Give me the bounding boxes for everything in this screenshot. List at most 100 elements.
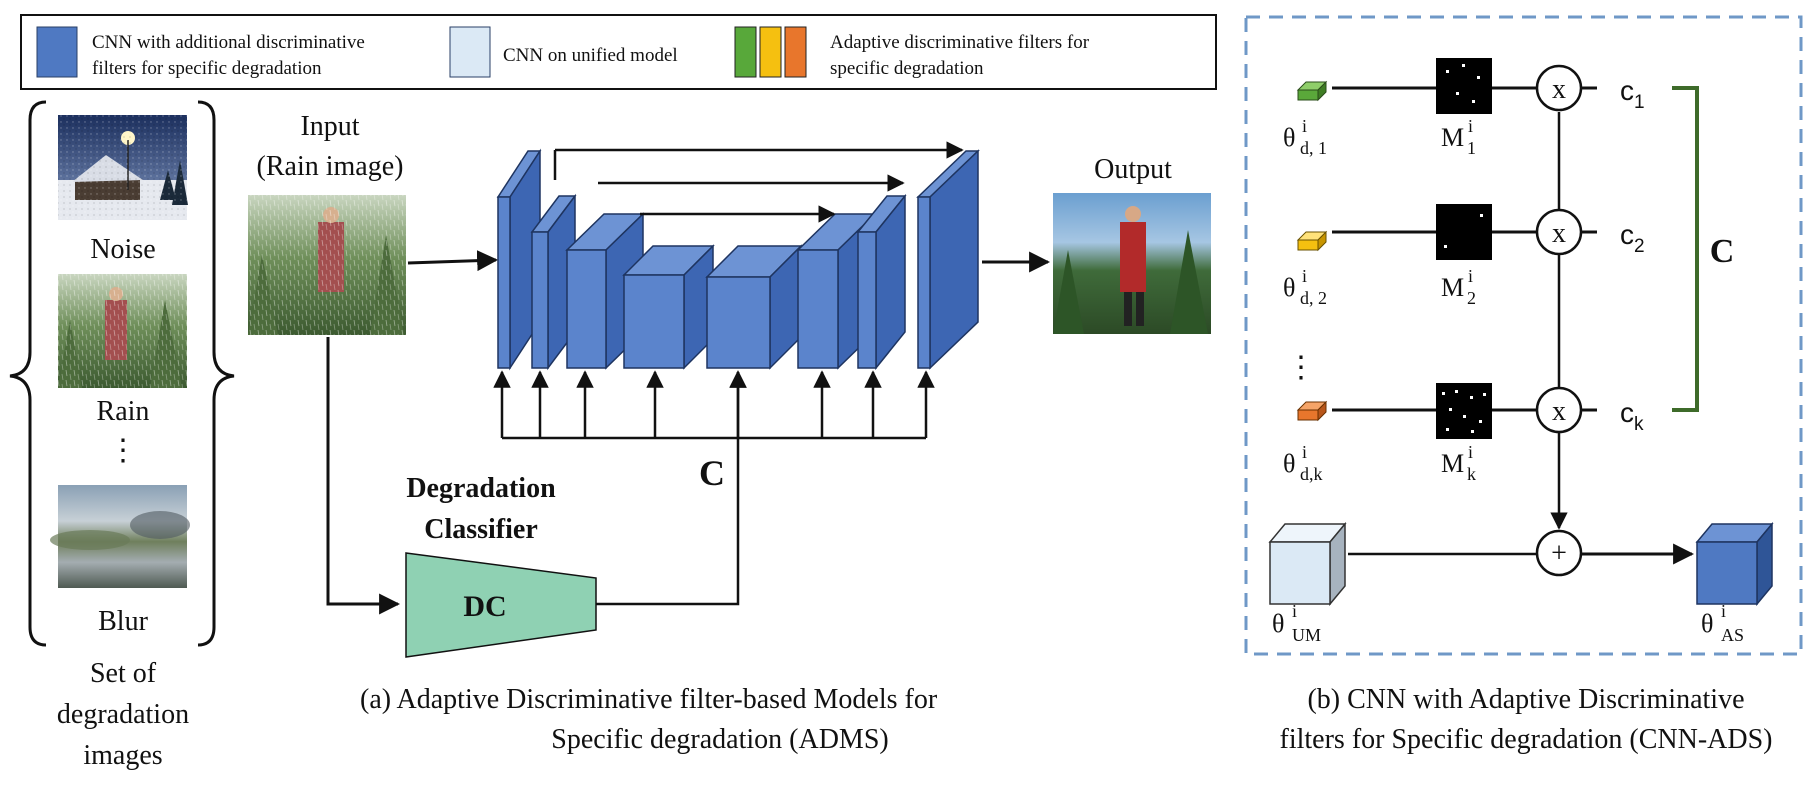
legend: CNN with additional discriminative filte… [20,14,1217,90]
blur-label: Blur [98,606,148,637]
svg-text:θ: θ [1701,609,1713,638]
output-image [1053,193,1211,334]
sum-node: + [1535,529,1583,577]
cnn-ads-network [496,148,980,371]
svg-text:θ: θ [1283,449,1295,478]
svg-text:i: i [1302,266,1307,286]
svg-text:x: x [1552,218,1566,249]
mask-label-2: M i 2 [1441,266,1476,308]
mask-2 [1436,204,1492,260]
multiplier-2: x [1535,208,1583,256]
filter-yellow [1296,230,1328,252]
set-caption-line-2: degradation [57,699,189,730]
theta-as-label: θ i AS [1701,601,1744,645]
svg-text:i: i [1302,116,1307,136]
svg-text:i: i [1302,442,1307,462]
c-label-2: c2 [1620,219,1645,257]
mask-label-k: M i k [1441,442,1476,484]
svg-text:d,k: d,k [1300,464,1323,484]
adms-panel: Input (Rain image) [248,111,1211,755]
right-brace [197,100,235,647]
cnn-ads-caption-2: filters for Specific degradation (CNN-AD… [1280,724,1773,755]
svg-text:+: + [1551,538,1567,569]
svg-text:M: M [1441,273,1464,302]
legend-label-filters: Adaptive discriminative filters for [830,32,1090,53]
legend-label-cnn-um: CNN on unified model [503,45,678,66]
input-subtitle: (Rain image) [257,151,404,182]
c-label-k: ck [1620,397,1644,435]
um-cube [1268,521,1347,607]
svg-text:AS: AS [1721,625,1744,645]
svg-text:2: 2 [1467,288,1476,308]
input-to-classifier-line [326,337,401,615]
multiplier-1: x [1535,64,1583,112]
legend-swatch-filter-green [734,26,757,78]
legend-swatch-cnn-um [449,26,491,78]
svg-text:ck: ck [1620,397,1644,435]
degradation-classifier [405,552,597,658]
classifier-title-2: Classifier [424,514,538,545]
legend-swatch-filter-yellow [759,26,782,78]
arrow-input-to-network [407,250,499,272]
svg-text:d, 1: d, 1 [1300,138,1327,158]
legend-swatch-filter-orange [784,26,807,78]
set-caption-line-1: Set of [90,658,157,689]
svg-text:x: x [1552,74,1566,105]
c-bracket [1672,86,1699,412]
output-title: Output [1094,154,1172,185]
theta-um-label: θ i UM [1272,601,1321,645]
svg-text:i: i [1721,601,1726,621]
rain-image [58,274,187,388]
cnn-ads-panel: ⋮ [1244,15,1803,755]
mask-lines [1332,86,1597,412]
svg-text:c1: c1 [1620,75,1645,113]
rain-label: Rain [97,396,150,427]
svg-text:c2: c2 [1620,219,1645,257]
cnn-ads-caption-1: (b) CNN with Adaptive Discriminative [1307,684,1744,715]
theta-label-k: θ i d,k [1283,442,1323,484]
svg-text:θ: θ [1283,273,1295,302]
svg-text:M: M [1441,449,1464,478]
cnn-ads-frame [1244,15,1803,656]
set-vdots: ⋮ [108,434,138,467]
mask-1 [1436,58,1492,114]
svg-text:i: i [1468,442,1473,462]
c-bus-arrows [493,370,935,438]
cnn-ads-vdots: ⋮ [1286,351,1316,384]
cnn-ads-c-label: C [1710,233,1735,270]
as-cube [1695,521,1774,607]
adms-caption-1: (a) Adaptive Discriminative filter-based… [360,684,938,715]
input-image [248,195,406,335]
set-caption-line-3: images [83,740,162,771]
svg-text:1: 1 [1467,138,1476,158]
legend-label-cnn-ads: CNN with additional discriminative [92,32,365,53]
classifier-box-label: DC [463,590,506,623]
svg-text:θ: θ [1272,609,1284,638]
filter-orange [1296,400,1328,422]
svg-text:M: M [1441,123,1464,152]
left-brace [9,100,47,647]
input-title: Input [300,111,359,142]
mask-k [1436,383,1492,439]
filter-green [1296,80,1328,102]
theta-label-1: θ i d, 1 [1283,116,1327,158]
svg-text:i: i [1292,601,1297,621]
noise-image [58,115,188,220]
svg-text:UM: UM [1292,625,1321,645]
legend-swatch-cnn-ads [36,26,78,78]
mask-label-1: M i 1 [1441,116,1476,158]
svg-text:θ: θ [1283,123,1295,152]
adms-caption-2: Specific degradation (ADMS) [551,724,888,755]
legend-frame [20,14,1217,90]
noise-label: Noise [90,234,155,265]
legend-label-cnn-ads-2: filters for specific degradation [92,58,322,79]
adms-c-label: C [699,453,725,493]
classifier-title-1: Degradation [406,473,556,504]
legend-label-filters-2: specific degradation [830,58,984,79]
svg-text:k: k [1467,464,1476,484]
multiplier-k: x [1535,386,1583,434]
classifier-to-c-line [596,370,747,606]
c-label-1: c1 [1620,75,1645,113]
svg-text:x: x [1552,396,1566,427]
